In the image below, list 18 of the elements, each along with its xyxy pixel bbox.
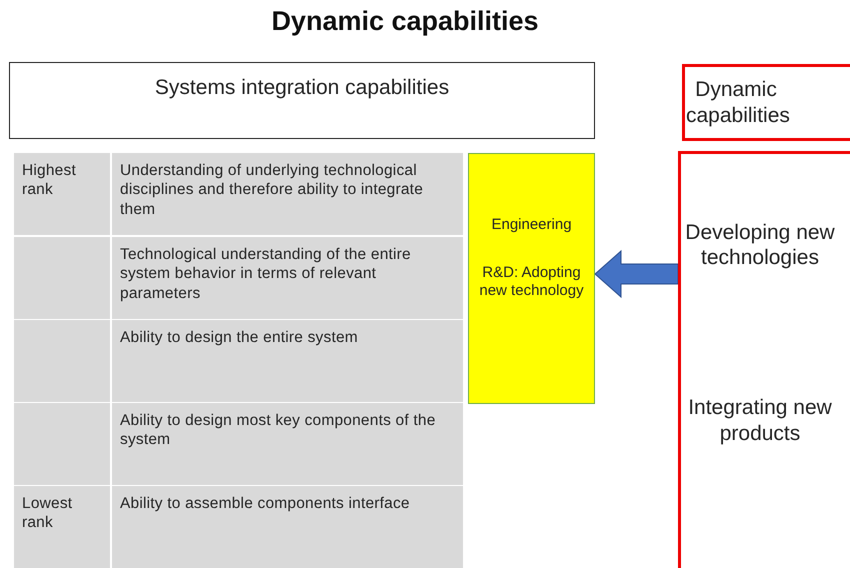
highlight-box [468,153,595,404]
node-text: Developing new technologies [684,220,836,270]
node-text: Systems integration capabilities [154,75,450,100]
node-text: Engineering [491,216,572,234]
table-cell: Ability to design the entire system [112,320,463,402]
text-box [9,62,595,139]
node-text: Integrating new products [687,395,833,446]
table-cell: Highest rank [14,153,110,235]
table-cell: Understanding of underlying technological disciplines and therefore ability to integrate them [112,153,463,235]
diagram-title: Dynamic capabilities [270,6,540,37]
text-box [682,64,850,141]
block-arrow [594,250,678,298]
table-cell: Technological understanding of the entire system behavior in terms of relevant parameters [112,237,463,319]
text-box [678,151,850,568]
node-text: R&D: Adopting new technology [478,264,585,300]
table-cell: Ability to assemble components interface [112,486,463,568]
table-cell: Ability to design most key components of the system [112,403,463,485]
table-cell: Lowest rank [14,486,110,568]
